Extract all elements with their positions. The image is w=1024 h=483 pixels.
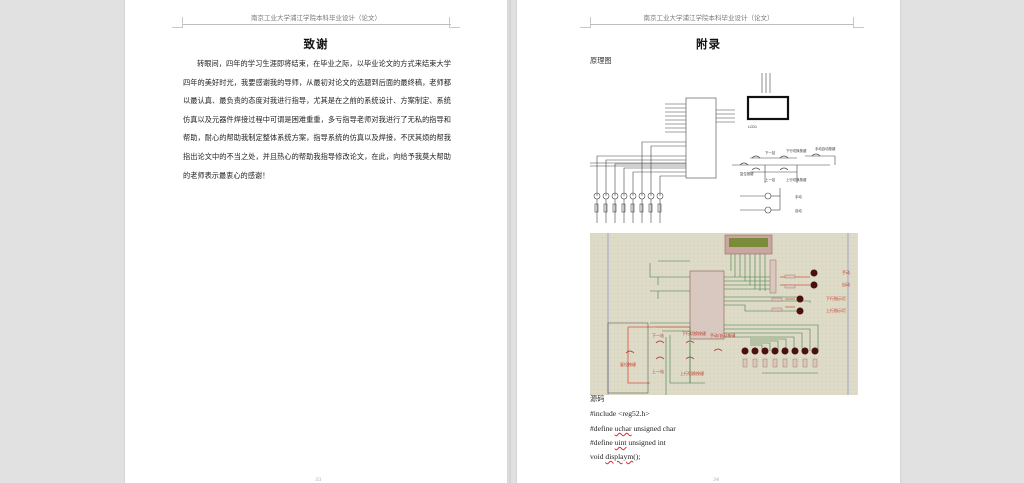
schematic-diagram: LCD1 复位按键 下一站 下行切换按键 手动自动按键 上一站 上行切换按键 手…	[590, 73, 836, 223]
code-line-3: #define uint unsigned int	[590, 438, 666, 447]
code-line-2: #define uchar unsigned char	[590, 424, 676, 433]
svg-text:复位按键: 复位按键	[620, 361, 636, 367]
schematic-caption: 原理图	[590, 56, 612, 65]
page-gap	[509, 0, 511, 483]
svg-text:上行切换按键: 上行切换按键	[786, 177, 807, 182]
svg-text:LCD1: LCD1	[748, 125, 757, 129]
acknowledgement-paragraph: 转眼间，四年的学习生涯即将结束，在毕业之际，以毕业论文的方式来结束大学四年的美好…	[183, 59, 451, 180]
svg-text:下一站: 下一站	[652, 332, 664, 338]
page-appendix: 南京工业大学浦江学院本科毕业设计（论文） 附录 原理图	[517, 0, 900, 483]
page-title: 致谢	[303, 37, 329, 51]
svg-text:自动: 自动	[842, 281, 850, 287]
svg-text:自动: 自动	[795, 208, 802, 213]
spellcheck-word: uint	[614, 438, 627, 447]
crop-mark-top-right	[449, 17, 460, 28]
svg-text:下行指示灯: 下行指示灯	[826, 295, 846, 301]
page-header: 南京工业大学浦江学院本科毕业设计（论文）	[251, 14, 381, 22]
code-line-1: #include <reg52.h>	[590, 409, 650, 418]
source-code-caption: 源码	[590, 394, 605, 403]
page-number: 34	[713, 477, 720, 483]
svg-text:上行指示灯: 上行指示灯	[826, 307, 846, 313]
header-rule	[183, 24, 451, 25]
svg-text:上一站: 上一站	[765, 177, 776, 182]
spellcheck-word: uchar	[614, 424, 632, 433]
crop-mark-top-left	[580, 17, 591, 28]
simulation-screenshot: 复位按键 下一站 上一站 下行切换按键 上行切换按键 手动/自动按键 手动 自动…	[590, 233, 858, 408]
svg-text:下行切换按键: 下行切换按键	[786, 148, 807, 153]
page-header: 南京工业大学浦江学院本科毕业设计（论文）	[643, 14, 774, 22]
header-rule	[590, 24, 854, 25]
svg-text:上行切换按键: 上行切换按键	[680, 370, 704, 376]
page-title: 附录	[696, 37, 721, 51]
svg-text:下一站: 下一站	[765, 150, 776, 155]
page-acknowledgement: 南京工业大学浦江学院本科毕业设计（论文） 致谢 转眼间，四年的学习生涯即将结束，…	[125, 0, 507, 483]
page-number: 33	[315, 477, 322, 483]
svg-text:手动: 手动	[842, 269, 850, 275]
svg-text:手动自动按键: 手动自动按键	[815, 146, 836, 151]
svg-text:手动/自动按键: 手动/自动按键	[710, 332, 735, 338]
svg-text:手动: 手动	[795, 194, 802, 199]
svg-text:上一站: 上一站	[652, 368, 664, 374]
spellcheck-word: displaym	[605, 452, 634, 461]
crop-mark-top-right	[853, 17, 864, 28]
svg-text:下行切换按键: 下行切换按键	[682, 330, 706, 336]
svg-text:复位按键: 复位按键	[740, 171, 754, 176]
crop-mark-top-left	[172, 17, 183, 28]
code-line-4: void displaym();	[590, 452, 641, 461]
